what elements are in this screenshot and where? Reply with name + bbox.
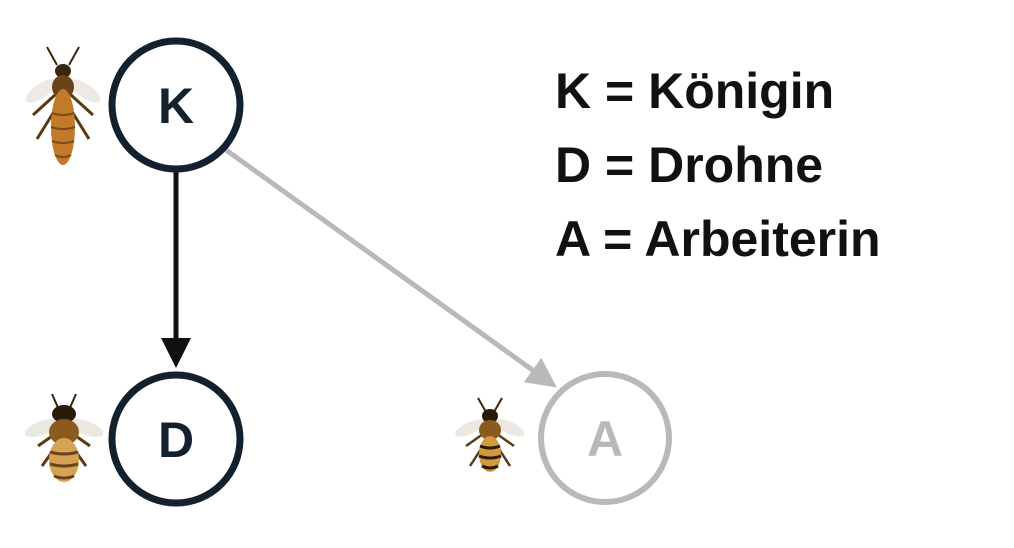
legend-line-worker: A = Arbeiterin [555, 211, 881, 267]
legend: K = Königin D = Drohne A = Arbeiterin [555, 63, 881, 267]
edge-queen-to-worker [224, 147, 557, 388]
node-queen-label: K [158, 78, 194, 134]
worker-bee-icon [455, 397, 525, 472]
queen-bee-icon [25, 46, 101, 165]
node-worker-label: A [587, 411, 623, 467]
legend-line-queen: K = Königin [555, 63, 834, 119]
node-queen: K [108, 37, 244, 173]
node-worker: A [538, 371, 672, 505]
legend-line-drone: D = Drohne [555, 137, 823, 193]
drone-bee-icon [24, 393, 104, 482]
node-drone: D [108, 371, 244, 507]
node-drone-label: D [158, 412, 194, 468]
